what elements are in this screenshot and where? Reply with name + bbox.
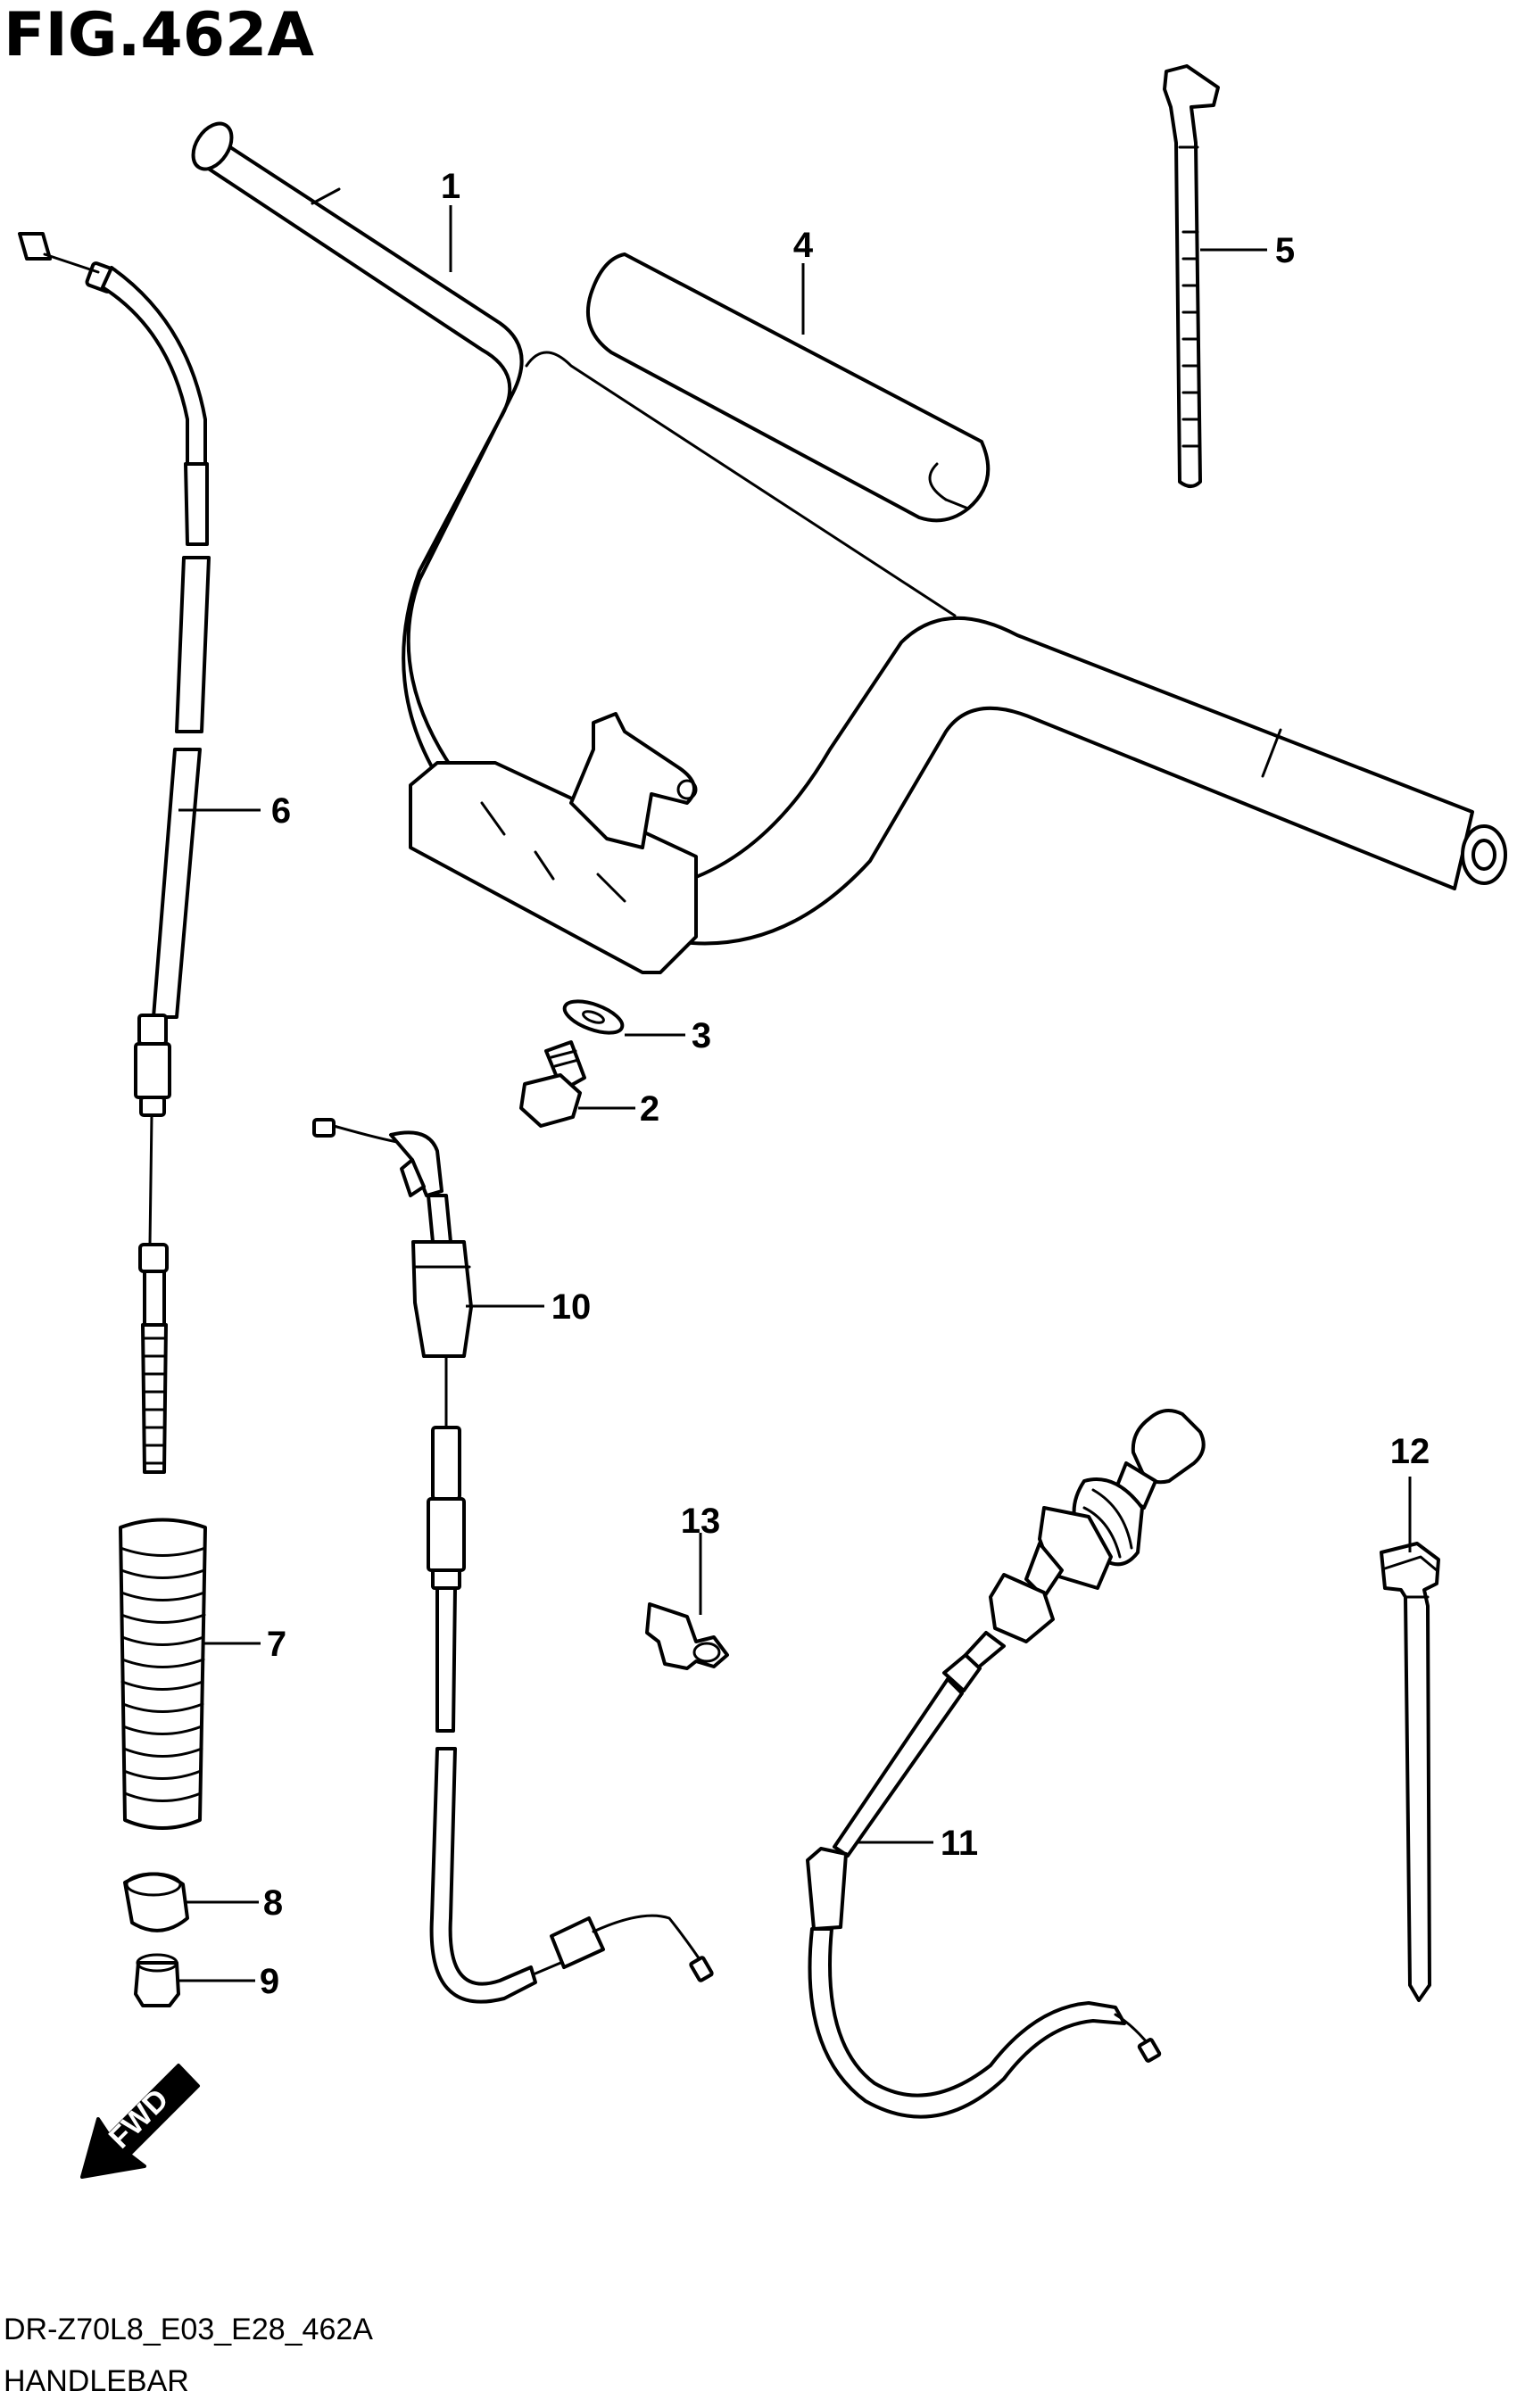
callout-3: 3 [692, 1016, 711, 1055]
callout-9: 9 [260, 1962, 279, 2001]
large-cable-tie-part [1380, 1542, 1440, 2002]
callout-1: 1 [441, 167, 460, 206]
throttle-cable-2-part [312, 1118, 714, 2004]
throttle-cable-part [18, 232, 211, 1474]
figure-code: DR-Z70L8_E03_E28_462A [4, 2313, 373, 2346]
callout-5: 5 [1275, 231, 1295, 270]
grommet-part [134, 1953, 180, 2007]
callout-7: 7 [267, 1625, 286, 1664]
callout-4: 4 [793, 226, 814, 265]
bolt-part [519, 1040, 586, 1128]
callout-10: 10 [551, 1287, 592, 1327]
cable-tie-part [1163, 64, 1220, 488]
callout-8: 8 [263, 1883, 283, 1923]
choke-cable-part [806, 1409, 1206, 2119]
callout-6: 6 [271, 791, 291, 831]
leader-lines [178, 205, 1412, 1982]
callout-labels: 1 2 3 4 5 6 7 8 9 10 11 12 13 [260, 167, 1430, 2001]
figure-name: HANDLEBAR [4, 2364, 189, 2398]
cable-cap-part [123, 1872, 189, 1932]
handlebar-pad-part [585, 252, 991, 523]
cable-boot-part [119, 1518, 207, 1830]
callout-13: 13 [681, 1502, 721, 1541]
callout-11: 11 [941, 1824, 978, 1863]
cable-clamp-part [645, 1602, 729, 1670]
figure-title: FIG.462A [4, 0, 314, 70]
forward-direction-arrow: FWD [80, 2064, 200, 2179]
handlebar-part [191, 121, 1507, 974]
callout-12: 12 [1390, 1432, 1430, 1471]
callout-2: 2 [640, 1089, 659, 1129]
washer-part [562, 999, 625, 1035]
